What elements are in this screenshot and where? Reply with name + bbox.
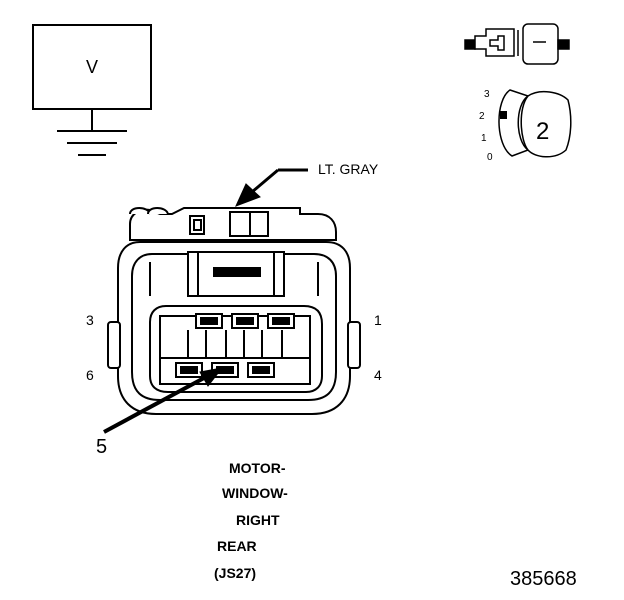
figure-number: 385668: [510, 568, 577, 590]
dial-scale-1: 1: [481, 133, 487, 144]
dial-scale-2: 2: [479, 111, 485, 122]
pin-label-5: 5: [96, 436, 107, 458]
probe-icon: [464, 23, 570, 65]
connector-name-line-3: RIGHT: [236, 512, 280, 528]
terminal-row-bottom: [175, 362, 275, 378]
connector-name-line-1: MOTOR-: [229, 460, 286, 476]
pin-label-6: 6: [86, 367, 94, 383]
dial-scale-0: 0: [487, 152, 493, 163]
dial-position-value: 2: [536, 118, 549, 145]
pin-label-3: 3: [86, 312, 94, 328]
color-callout-arrow: [235, 168, 308, 207]
terminal-row-top: [195, 313, 295, 329]
dial-scale-3: 3: [484, 89, 490, 100]
pin-label-1: 1: [374, 312, 382, 328]
voltmeter-label: V: [86, 57, 98, 77]
pin-5-leader: [103, 367, 224, 434]
connector-color-label: LT. GRAY: [318, 161, 379, 177]
connector-name-line-5: (JS27): [214, 565, 256, 581]
pin-label-4: 4: [374, 367, 382, 383]
connector-face: [107, 207, 361, 415]
voltmeter-symbol: [32, 24, 152, 156]
connector-right-tab: [347, 321, 361, 369]
connector-name-line-2: WINDOW-: [222, 485, 288, 501]
selector-dial-icon: [498, 89, 572, 158]
connector-name-line-4: REAR: [217, 538, 257, 554]
connector-left-tab: [107, 321, 121, 369]
